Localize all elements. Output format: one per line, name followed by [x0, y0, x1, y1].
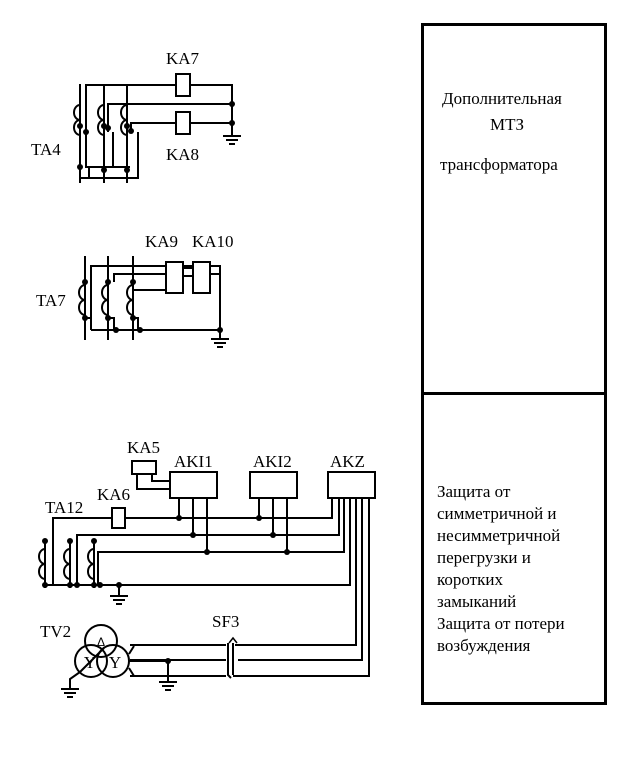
wire-ret-c: [80, 132, 139, 179]
panel-top-line3: трансформатора: [440, 155, 558, 174]
label-aki2: AKI2: [253, 452, 292, 471]
label-ka7: KA7: [166, 49, 200, 68]
panel-transformer-overcurrent: Дополнительная МТЗ трансформатора: [421, 23, 607, 395]
wire-tv-b: [130, 498, 363, 661]
panel-bottom-line: возбуждения: [437, 636, 531, 655]
relay-ka10: [192, 261, 211, 294]
ground-icon: [60, 688, 80, 698]
label-ka10: KA10: [192, 232, 234, 251]
relay-ka5: [131, 460, 157, 475]
label-ka8: KA8: [166, 145, 199, 164]
panel-bottom-line: коротких: [437, 570, 503, 589]
panel-bottom-line: несимметричной: [437, 526, 561, 545]
label-sf3: SF3: [212, 612, 239, 631]
wire-phase-c: [97, 498, 345, 585]
panel-bottom-line: замыканий: [437, 592, 517, 611]
relay-ka7: [175, 73, 191, 97]
wire-ta7-a: [90, 265, 221, 330]
label-akz: AKZ: [330, 452, 365, 471]
device-akz: [327, 471, 376, 499]
panel-top-line2: МТЗ: [490, 115, 525, 134]
ground-icon: [222, 135, 242, 145]
group-ta7: KA9 KA10 TA7: [36, 232, 234, 348]
relay-ka8: [175, 111, 191, 135]
panel-top-line1: Дополнительная: [442, 89, 562, 108]
label-aki1: AKI1: [174, 452, 213, 471]
ground-icon: [210, 338, 230, 348]
wye-symbol-2: Y: [109, 653, 121, 672]
label-ka9: KA9: [145, 232, 178, 251]
label-ta7: TA7: [36, 291, 66, 310]
ground-icon: [158, 681, 178, 691]
delta-symbol: Δ: [97, 635, 105, 649]
label-ka5: KA5: [127, 438, 160, 457]
panel-bottom-line: Защита от: [437, 482, 511, 501]
ground-icon: [109, 595, 129, 605]
relay-ka9: [165, 261, 184, 294]
label-ta4: TA4: [31, 140, 61, 159]
panel-bottom-text: Защита от симметричной и несимметричной …: [437, 481, 565, 657]
panel-overload-protection: Защита от симметричной и несимметричной …: [421, 392, 607, 705]
panel-bottom-line: Защита от потери: [437, 614, 565, 633]
label-ka6: KA6: [97, 485, 130, 504]
device-aki1: [169, 471, 218, 499]
transformer-tv2: Δ Y Y: [60, 624, 178, 698]
device-aki2: [249, 471, 298, 499]
wire-tv-a: [130, 498, 357, 646]
panel-bottom-line: симметричной и: [437, 504, 557, 523]
panel-bottom-line: перегрузки и: [437, 548, 531, 567]
wire-ta7-b: [113, 273, 166, 282]
label-tv2: TV2: [40, 622, 71, 641]
wire-phase-b: [107, 103, 232, 132]
wire-tv-c: [130, 498, 370, 677]
relay-ka6: [111, 507, 126, 529]
label-ta12: TA12: [45, 498, 83, 517]
wire-ret-a: [85, 132, 130, 168]
group-ta4: KA7 KA8 TA4: [31, 49, 242, 183]
group-ta12: KA5 AKI1 AKI2 AKZ KA6 TA12: [38, 438, 376, 698]
wire-neutral: [47, 498, 351, 586]
breaker-sf3: [226, 636, 240, 680]
wire-phase-a: [125, 498, 333, 519]
